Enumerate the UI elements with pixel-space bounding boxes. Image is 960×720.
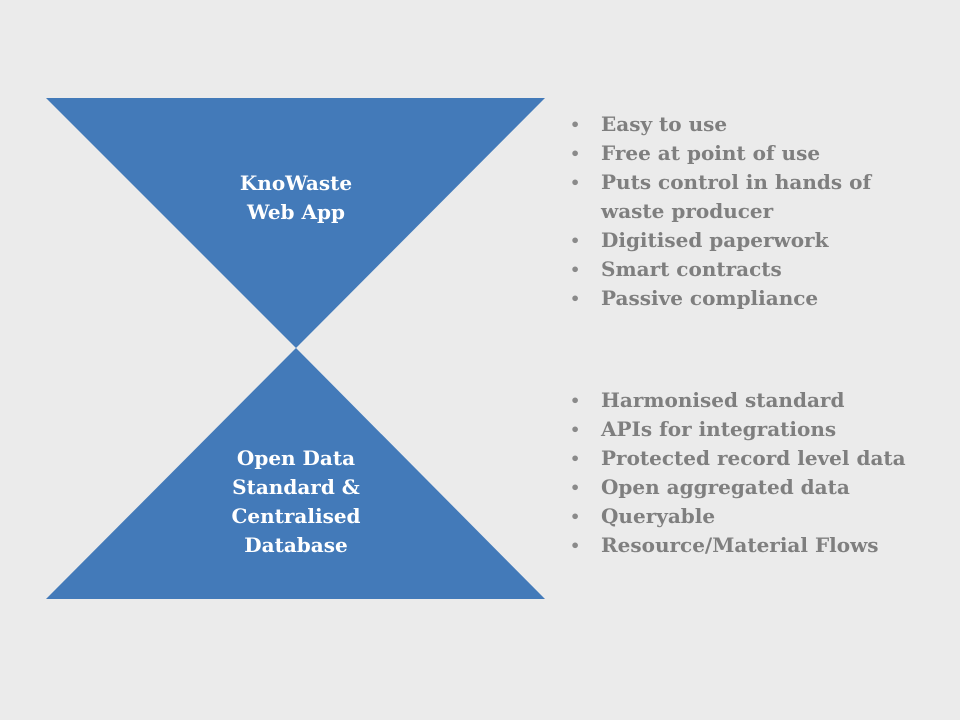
list-item-text: Resource/Material Flows [601, 533, 879, 557]
list-item: • Protected record level data [566, 444, 926, 473]
list-item-text: Free at point of use [601, 141, 821, 165]
bullet-icon: • [570, 449, 581, 468]
top-triangle-label-line: Web App [247, 200, 345, 224]
data-standard-features-list: • Harmonised standard • APIs for integrati… [566, 386, 926, 560]
bullet-icon: • [570, 420, 581, 439]
list-item-text: Passive compliance [601, 286, 819, 310]
bullet-icon: • [570, 478, 581, 497]
bullet-icon: • [570, 173, 581, 192]
list-item-text: Puts control in hands of waste producer [601, 170, 872, 223]
bottom-triangle-label-line: Standard & [232, 475, 360, 499]
top-triangle-label-line: KnoWaste [239, 171, 353, 195]
bottom-triangle [46, 348, 545, 599]
bullet-icon: • [570, 115, 581, 134]
list-item-text: Smart contracts [601, 257, 782, 281]
list-item: • Resource/Material Flows [566, 531, 926, 560]
list-item: • Easy to use [566, 110, 926, 139]
bottom-triangle-label-line: Open Data [236, 446, 356, 470]
bullet-icon: • [570, 289, 581, 308]
bottom-triangle-label-line: Centralised [231, 504, 361, 528]
bullet-icon: • [570, 391, 581, 410]
bullet-icon: • [570, 536, 581, 555]
list-item: • Passive compliance [566, 284, 926, 313]
top-triangle [46, 98, 545, 348]
bottom-triangle-label: Open Data Standard & Centralised Databas… [196, 444, 396, 560]
list-item-text: Queryable [601, 504, 716, 528]
bottom-triangle-label-line: Database [244, 533, 348, 557]
list-item: • Digitised paperwork [566, 226, 926, 255]
list-item: • Open aggregated data [566, 473, 926, 502]
list-item: • Puts control in hands of waste producer [566, 168, 926, 226]
bullet-icon: • [570, 231, 581, 250]
web-app-features-list: • Easy to use • Free at point of use • Puts… [566, 110, 926, 313]
list-item: • Harmonised standard [566, 386, 926, 415]
list-item-text: Open aggregated data [601, 475, 850, 499]
list-item-text: Digitised paperwork [601, 228, 829, 252]
list-item: • APIs for integrations [566, 415, 926, 444]
list-item-text: Protected record level data [601, 446, 906, 470]
list-item-text: Harmonised standard [601, 388, 845, 412]
top-triangle-label: KnoWaste Web App [196, 169, 396, 227]
bullet-icon: • [570, 507, 581, 526]
bullet-icon: • [570, 144, 581, 163]
bullet-icon: • [570, 260, 581, 279]
list-item-text: APIs for integrations [601, 417, 837, 441]
list-item: • Smart contracts [566, 255, 926, 284]
list-item: • Queryable [566, 502, 926, 531]
list-item: • Free at point of use [566, 139, 926, 168]
list-item-text: Easy to use [601, 112, 728, 136]
